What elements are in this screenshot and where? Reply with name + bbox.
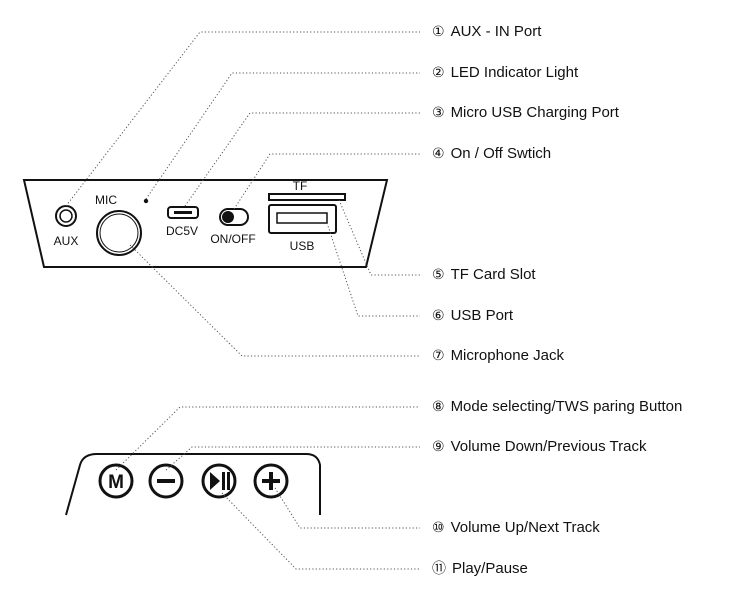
callout-1: ① AUX - IN Port [432,23,541,41]
callout-text: TF Card Slot [450,266,536,283]
tf-card-slot [268,193,346,201]
play-pause-button [201,463,237,499]
minus-icon [157,479,175,483]
callout-number: ⑪ [432,561,446,577]
aux-jack [55,205,77,227]
callout-text: Mode selecting/TWS paring Button [450,398,683,415]
callout-text: Volume Down/Previous Track [450,438,647,455]
callout-number: ④ [432,146,445,162]
callout-text: AUX - IN Port [450,23,542,40]
power-switch [219,208,249,226]
callout-text: Play/Pause [452,560,528,577]
callout-10: ⑩ Volume Up/Next Track [432,519,600,537]
dc5v-label: DC5V [166,224,198,238]
leader-line-11 [221,492,420,570]
leader-line-4 [233,153,420,210]
callout-4: ④ On / Off Swtich [432,145,551,163]
callout-text: LED Indicator Light [450,64,579,81]
callout-3: ③ Micro USB Charging Port [432,104,619,122]
callout-text: Volume Up/Next Track [450,519,600,536]
callout-number: ⑩ [432,520,445,536]
callout-number: ⑧ [432,399,445,415]
mode-button-letter: M [108,472,124,493]
callout-6: ⑥ USB Port [432,307,513,325]
micro-usb-port [167,206,199,219]
volume-up-button [253,463,289,499]
volume-down-button [148,463,184,499]
callout-7: ⑦ Microphone Jack [432,347,564,365]
tf-label: TF [293,179,308,193]
usb-label: USB [290,239,315,253]
callout-number: ① [432,24,445,40]
leader-line-9 [165,446,420,471]
callout-8: ⑧ Mode selecting/TWS paring Button [432,398,682,416]
callout-text: USB Port [450,307,514,324]
callout-number: ② [432,65,445,81]
callout-number: ⑥ [432,308,445,324]
callout-number: ⑦ [432,348,445,364]
callout-2: ② LED Indicator Light [432,64,578,82]
callout-5: ⑤ TF Card Slot [432,266,536,284]
callout-number: ⑨ [432,439,445,455]
plus-icon [262,472,280,490]
leader-line-7 [129,244,420,357]
control-panel [65,453,321,516]
callout-number: ③ [432,105,445,121]
callout-9: ⑨ Volume Down/Previous Track [432,438,646,456]
callout-text: On / Off Swtich [450,145,552,162]
play-pause-icon [210,472,230,490]
onoff-label: ON/OFF [210,232,255,246]
led-indicator [143,198,149,204]
leader-line-3 [184,112,420,207]
aux-label: AUX [54,234,79,248]
mic-label: MIC [95,193,117,207]
mode-button: M [98,463,134,499]
callout-11: ⑪ Play/Pause [432,560,528,578]
callout-number: ⑤ [432,267,445,283]
microphone-jack [96,210,142,256]
usb-port [268,204,337,234]
callout-text: Micro USB Charging Port [450,104,619,121]
callout-text: Microphone Jack [450,347,564,364]
